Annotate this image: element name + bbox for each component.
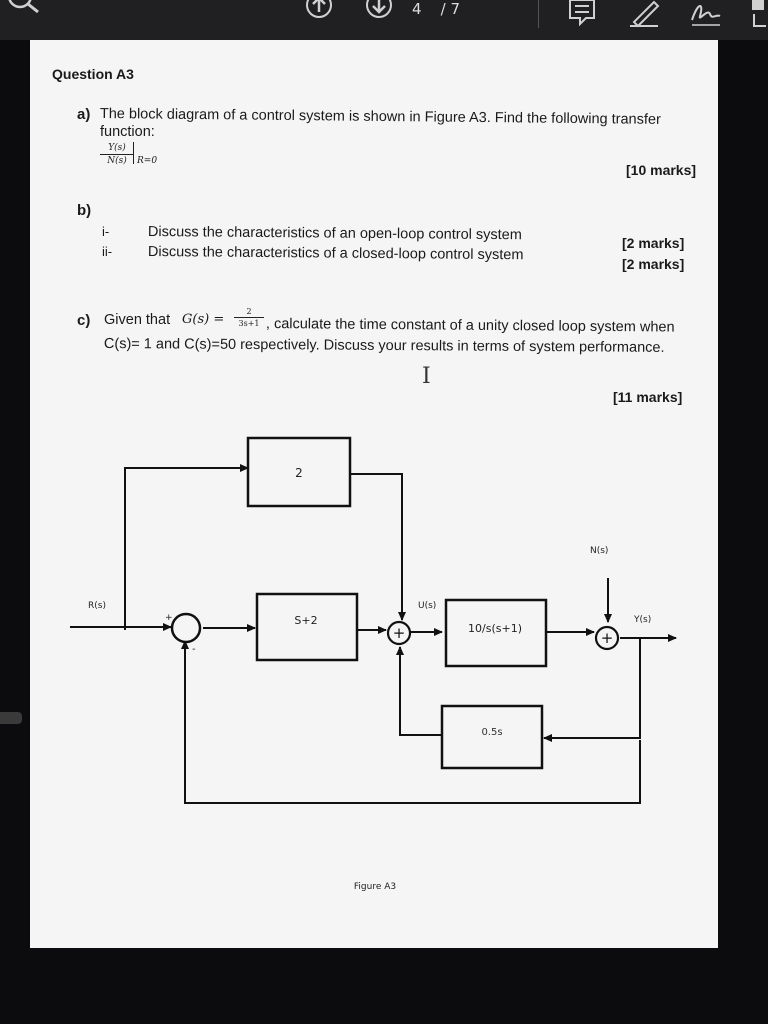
upload-icon[interactable] [304,0,334,22]
wire-top-block-to-sum2 [350,473,406,621]
formula-numerator: 2 [234,306,264,318]
page-indicator[interactable]: 4 / 7 [412,0,460,18]
figure-caption: Figure A3 [354,882,396,892]
pen-icon[interactable] [628,0,662,28]
download-icon[interactable] [364,0,394,22]
toolbar-divider [538,0,539,28]
block-plant [444,598,548,668]
signature-icon[interactable] [688,0,724,28]
part-a-label: a) [77,106,91,123]
summing-junction-2 [386,620,412,646]
block-top-gain [246,436,352,508]
sum1-plus-sign: + [165,613,173,623]
block-feedback [440,704,544,770]
formula-denominator: 3s+1 [238,319,260,328]
text-cursor-icon: I [422,364,431,389]
wire-outer-feedback [181,640,641,804]
fraction-condition: R=0 [137,156,158,166]
part-a-fraction: Y(s) N(s) R=0 [100,142,157,167]
wire-feedback-block-to-sum2 [396,646,444,736]
block-top-label: 2 [295,466,303,480]
signal-n-label: N(s) [590,546,608,556]
block-plant-label: 10/s(s+1) [468,622,522,635]
sum2-plus-sign: + [393,624,406,642]
share-icon[interactable] [746,0,768,30]
question-title: Question A3 [52,66,134,82]
wire-y-to-feedback-block [543,639,641,742]
part-b-label: b) [77,202,92,219]
side-marker [0,712,22,724]
viewer-toolbar: 4 / 7 [0,0,768,40]
wire-r-to-top-block [124,464,249,630]
summing-junction-3 [594,625,620,651]
signal-y-label: Y(s) [633,615,651,625]
part-c-marks: [11 marks] [613,389,683,405]
part-c-formula-lhs: G(s) = [182,312,225,327]
block-diagram: 2 S+2 10/s(s+1) 0.5s R(s) U(s) N(s) Y(s)… [70,436,677,892]
block-s2-label: S+2 [294,614,317,627]
sum1-minus-sign: - [192,644,196,655]
part-a-text-line2: function: [100,124,155,140]
sum3-plus-sign: + [601,629,614,647]
part-c-formula-fraction: 2 3s+1 [234,306,264,329]
signal-u-label: U(s) [418,601,436,611]
part-b-item2-num: ii- [102,244,113,259]
part-c-label: c) [77,312,91,329]
fraction-denominator: N(s) [107,156,127,166]
page-current: 4 [412,0,422,18]
part-b-item2-marks: [2 marks] [622,256,685,272]
summing-junction-1 [170,612,202,644]
document-page: Question A3 a) The block diagram of a co… [30,40,718,948]
part-c-text-pre: Given that [104,312,171,328]
search-icon[interactable] [4,0,44,20]
block-s-plus-2 [255,592,359,662]
page-total: / 7 [440,0,460,18]
signal-r-label: R(s) [88,601,106,611]
part-b-item1-num: i- [102,224,110,239]
part-a-marks: [10 marks] [626,162,697,178]
fraction-numerator: Y(s) [100,142,134,155]
block-feedback-label: 0.5s [481,727,502,738]
evaluation-bar [133,142,134,164]
comment-icon[interactable] [566,0,598,28]
part-b-item1-marks: [2 marks] [622,235,685,251]
